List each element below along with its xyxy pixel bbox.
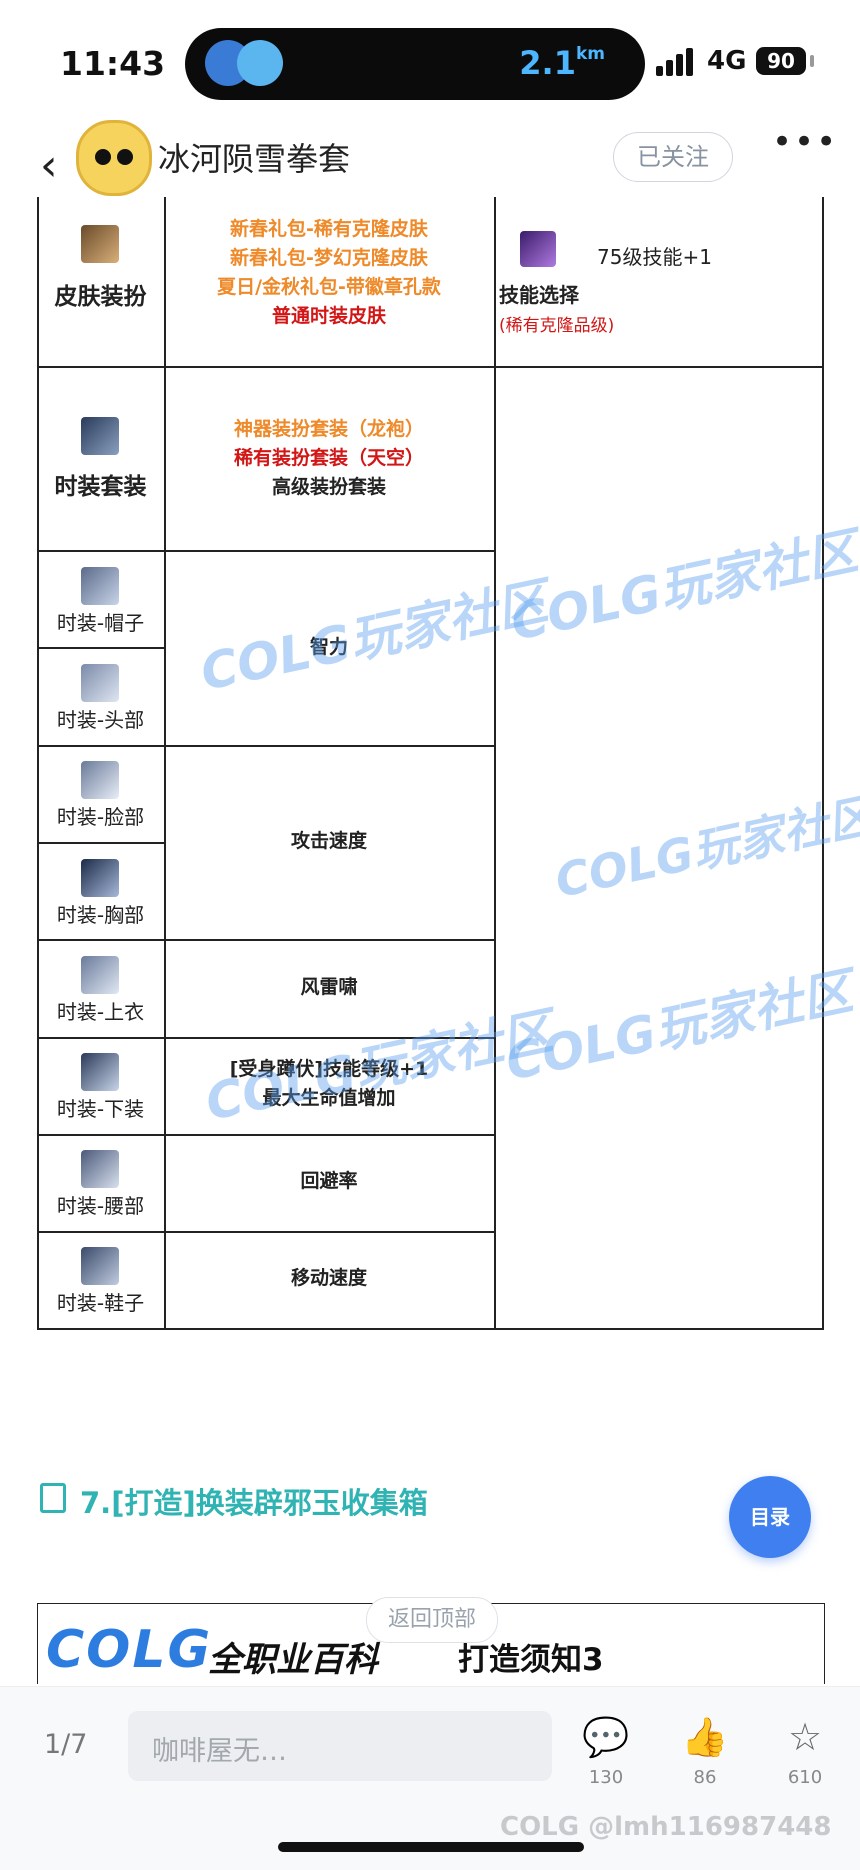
favorite-button[interactable]: ☆ 610 — [770, 1715, 840, 1788]
toc-button[interactable]: 目录 — [729, 1476, 811, 1558]
signal-icon — [656, 48, 698, 76]
distance-readout: 2.1km — [519, 44, 605, 82]
shoes-icon — [81, 1247, 119, 1285]
attr-move-speed: 移动速度 — [290, 1267, 367, 1289]
status-time: 11:43 — [60, 44, 166, 83]
network-type: 4G — [707, 46, 747, 76]
set-label: 时装套装 — [54, 474, 147, 500]
hair-icon — [81, 664, 119, 702]
slot-label: 时装-胸部 — [56, 903, 145, 927]
equipment-table: 皮肤装扮 新春礼包-稀有克隆皮肤 新春礼包-梦幻克隆皮肤 夏日/金秋礼包-带徽章… — [37, 197, 860, 1330]
skill-note: (稀有克隆品级) — [499, 316, 615, 336]
banner-title: 打造须知3 — [458, 1642, 604, 1678]
skill-icon — [520, 231, 556, 267]
attr-intelligence: 智力 — [309, 636, 348, 658]
slot-label: 时装-帽子 — [56, 611, 145, 635]
star-icon: ☆ — [787, 1715, 823, 1759]
bookmark-icon — [40, 1483, 66, 1513]
comment-count: 130 — [588, 1767, 624, 1788]
banner-image: COLG 全职业百科 打造须知3 — [37, 1603, 825, 1684]
watermark: COLG玩家社区 — [500, 961, 858, 1092]
pants-icon — [81, 1053, 119, 1091]
page-indicator[interactable]: 1/7 — [44, 1729, 88, 1760]
attr-attack-speed: 攻击速度 — [290, 830, 367, 852]
skin-options: 新春礼包-稀有克隆皮肤 新春礼包-梦幻克隆皮肤 夏日/金秋礼包-带徽章孔款 普通… — [217, 218, 441, 327]
comment-icon: 💬 — [582, 1715, 630, 1759]
set-icon — [81, 417, 119, 455]
slot-label: 时装-下装 — [56, 1097, 145, 1121]
battery-tip — [810, 55, 814, 67]
more-icon[interactable]: ••• — [772, 122, 839, 162]
like-button[interactable]: 👍 86 — [670, 1715, 740, 1788]
favorite-count: 610 — [787, 1767, 823, 1788]
slot-label: 时装-脸部 — [56, 805, 145, 829]
home-indicator — [278, 1842, 584, 1852]
chest-icon — [81, 859, 119, 897]
top-icon — [81, 956, 119, 994]
comment-input[interactable]: 咖啡屋无… — [128, 1711, 552, 1781]
watermark: COLG玩家社区 — [200, 1001, 558, 1132]
author-avatar[interactable] — [76, 120, 152, 196]
banner-subtitle: 全职业百科 — [208, 1640, 378, 1680]
thumbs-up-icon: 👍 — [681, 1715, 729, 1759]
battery-icon: 90 — [756, 47, 806, 75]
slot-label: 时装-腰部 — [56, 1194, 145, 1218]
dynamic-island[interactable]: 2.1km — [185, 28, 645, 100]
slot-label: 时装-头部 — [56, 708, 145, 732]
skill-bonus: 75级技能+1 — [597, 245, 712, 269]
slot-label: 时装-上衣 — [56, 1000, 145, 1024]
face-icon — [81, 761, 119, 799]
back-to-top-button[interactable]: 返回顶部 — [366, 1597, 498, 1643]
chevron-left-icon[interactable]: ‹ — [40, 140, 58, 191]
comment-button[interactable]: 💬 130 — [571, 1715, 641, 1788]
section-title: 7.[打造]换装辟邪玉收集箱 — [80, 1486, 428, 1520]
watermark: COLG玩家社区 — [195, 571, 553, 702]
banner-logo: COLG — [46, 1620, 213, 1680]
skin-label: 皮肤装扮 — [54, 284, 147, 310]
hat-icon — [81, 567, 119, 605]
set-options: 神器装扮套装（龙袍） 稀有装扮套装（天空） 高级装扮套装 — [233, 418, 424, 498]
skill-select: 技能选择 — [499, 283, 579, 307]
skin-icon — [81, 225, 119, 263]
follow-button[interactable]: 已关注 — [613, 132, 733, 182]
attr-skill: [受身蹲伏]技能等级+1 最大生命值增加 — [229, 1058, 429, 1109]
watermark: COLG玩家社区 — [550, 787, 860, 909]
attr-wind-thunder: 风雷啸 — [300, 976, 358, 998]
status-bar: 11:43 2.1km 4G 90 — [0, 0, 860, 120]
watermark: COLG玩家社区 — [505, 521, 860, 652]
user-watermark: COLG @lmh116987448 — [500, 1812, 832, 1842]
nav-bar: ‹ 冰河陨雪拳套 已关注 ••• — [0, 120, 860, 220]
like-count: 86 — [693, 1767, 717, 1788]
belt-icon — [81, 1150, 119, 1188]
page-title: 冰河陨雪拳套 — [158, 140, 351, 178]
comment-placeholder: 咖啡屋无… — [152, 1736, 287, 1767]
bottom-bar: 1/7 咖啡屋无… 💬 130 👍 86 ☆ 610 — [0, 1686, 860, 1870]
slot-label: 时装-鞋子 — [56, 1291, 145, 1315]
attr-evasion: 回避率 — [300, 1170, 358, 1192]
user-icon — [237, 40, 283, 86]
